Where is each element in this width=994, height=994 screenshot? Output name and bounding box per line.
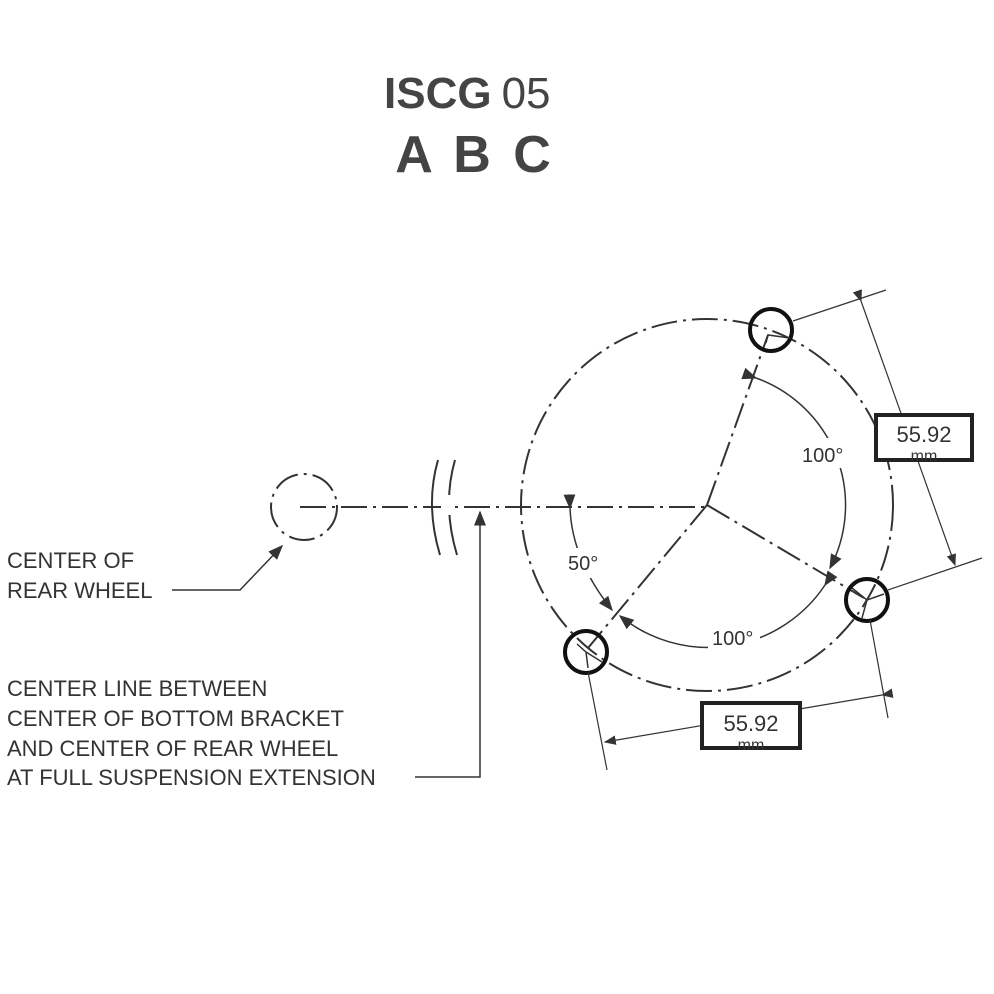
angle-upper-label: 100° bbox=[802, 445, 843, 467]
dimension-bottom-unit: mm bbox=[738, 737, 765, 754]
title-types: A B C bbox=[395, 126, 555, 184]
dimension-right-unit: mm bbox=[911, 448, 938, 465]
center-line-label-line: AT FULL SUSPENSION EXTENSION bbox=[7, 765, 376, 790]
radial-line-right bbox=[706, 504, 865, 599]
angle-offset-label: 50° bbox=[568, 553, 598, 575]
rear-wheel-label-line: REAR WHEEL bbox=[7, 578, 152, 603]
extension-line bbox=[869, 619, 889, 719]
rear-wheel-label-line: CENTER OF bbox=[7, 548, 134, 573]
dimension-bottom-value: 55.92 bbox=[723, 711, 778, 736]
radial-line-top bbox=[706, 334, 769, 506]
center-line-leader bbox=[415, 510, 486, 778]
rear-wheel-center-circle bbox=[270, 473, 338, 541]
bolt-hole-top bbox=[748, 307, 794, 353]
rear-wheel-leader bbox=[172, 544, 284, 591]
extension-line bbox=[792, 289, 887, 322]
dimension-box-right bbox=[874, 413, 974, 462]
extension-line bbox=[887, 557, 983, 591]
center-line-label-line: AND CENTER OF REAR WHEEL bbox=[7, 736, 338, 761]
dimension-right-value: 55.92 bbox=[896, 422, 951, 447]
dimension-box-bottom bbox=[700, 701, 802, 750]
bolt-hole-right bbox=[844, 577, 890, 623]
angle-arc-upper bbox=[741, 367, 847, 570]
center-line-label-line: CENTER LINE BETWEEN bbox=[7, 676, 267, 701]
angle-lower-label: 100° bbox=[712, 628, 753, 650]
center-line-label-line: CENTER OF BOTTOM BRACKET bbox=[7, 706, 344, 731]
extension-line bbox=[587, 671, 608, 771]
bolt-hole-bottom-left bbox=[563, 629, 609, 675]
